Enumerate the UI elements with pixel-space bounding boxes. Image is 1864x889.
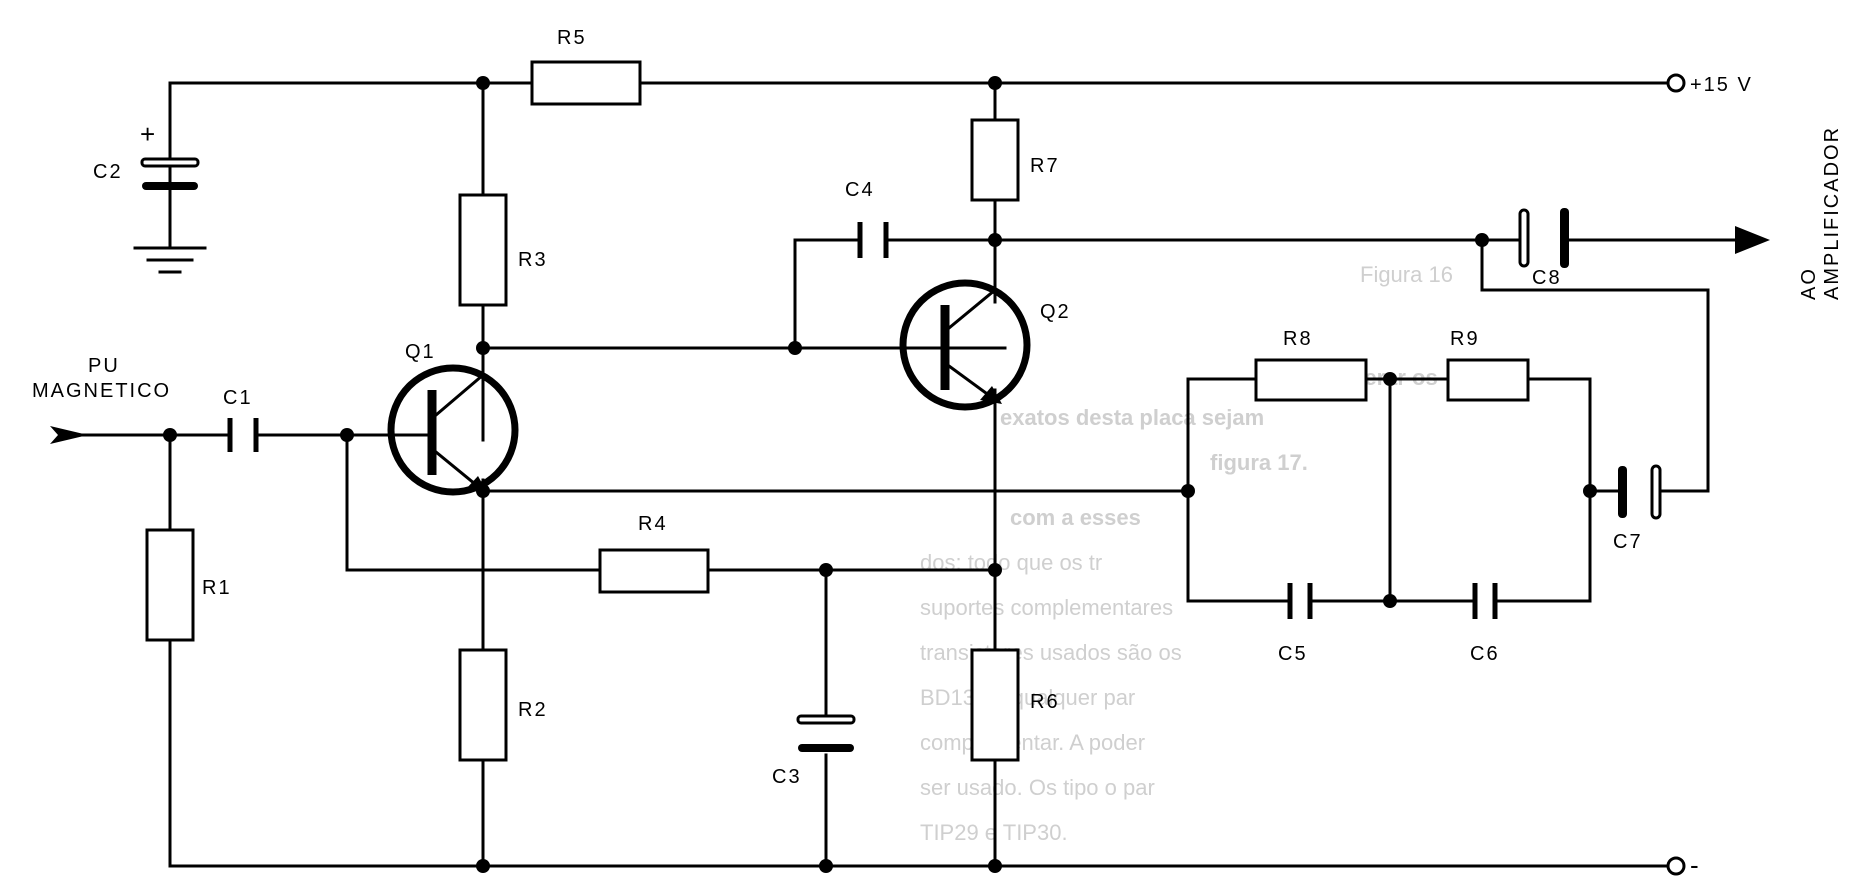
bleed-line-1: Figura 16	[1360, 262, 1453, 287]
ground-terminal	[1666, 856, 1686, 876]
terminals	[50, 73, 1770, 876]
input-arrow-icon	[50, 426, 88, 444]
resistor-r3	[458, 193, 508, 307]
label-r7: R7	[1030, 155, 1060, 177]
label-r3: R3	[518, 249, 548, 271]
capacitor-c1	[227, 418, 259, 452]
resistor-r6	[970, 648, 1020, 762]
resistors	[145, 60, 1530, 762]
label-ground: -	[1690, 850, 1701, 880]
bleed-line-11: ser usado. Os tipo o par	[920, 775, 1155, 800]
capacitor-c6	[1472, 583, 1498, 619]
label-output-line2: AMPLIFICADOR	[1821, 126, 1843, 300]
output-arrow-icon	[1735, 226, 1770, 254]
supply-terminal	[1666, 73, 1686, 93]
label-c4: C4	[845, 179, 875, 201]
resistor-r9	[1446, 358, 1530, 402]
resistor-r8	[1254, 358, 1368, 402]
bleed-line-8: transistores usados são os	[920, 640, 1182, 665]
capacitor-c8	[1518, 208, 1569, 268]
label-supply: +15 V	[1690, 74, 1753, 96]
resistor-r2	[458, 648, 508, 762]
label-r8: R8	[1283, 328, 1313, 350]
background-bleed-text: Figura 16 pode alterar os exatos desta p…	[920, 262, 1453, 845]
capacitor-c5	[1287, 583, 1313, 619]
label-r2: R2	[518, 699, 548, 721]
resistor-r5	[530, 60, 642, 106]
wires	[76, 81, 1737, 868]
bleed-line-9: BD135 e qualquer par	[920, 685, 1135, 710]
resistor-r4	[598, 548, 710, 594]
label-input-line2: MAGNETICO	[32, 380, 171, 402]
transistor-q2	[899, 279, 1031, 411]
bleed-line-10: complementar. A poder	[920, 730, 1145, 755]
c2-polarity-mark: +	[140, 119, 157, 149]
capacitor-c3	[796, 714, 856, 752]
junction-dots	[163, 76, 1597, 873]
bleed-line-7: suportes complementares	[920, 595, 1173, 620]
label-c8: C8	[1532, 267, 1562, 289]
bleed-line-4: figura 17.	[1210, 450, 1308, 475]
capacitor-c7	[1618, 464, 1662, 520]
capacitors: +	[133, 119, 1662, 752]
label-q1: Q1	[405, 341, 436, 363]
label-c5: C5	[1278, 643, 1308, 665]
bleed-line-5: com a esses	[1010, 505, 1141, 530]
resistor-r7	[970, 118, 1020, 202]
bleed-line-3: exatos desta placa sejam	[1000, 405, 1264, 430]
label-c7: C7	[1613, 531, 1643, 553]
capacitor-c2: +	[140, 119, 200, 190]
label-r9: R9	[1450, 328, 1480, 350]
label-input-line1: PU	[88, 355, 120, 377]
resistor-r1	[145, 528, 195, 642]
label-q2: Q2	[1040, 301, 1071, 323]
label-c6: C6	[1470, 643, 1500, 665]
label-r4: R4	[638, 513, 668, 535]
ground-symbol	[133, 246, 207, 274]
label-output-line1: AO	[1798, 267, 1820, 300]
label-r5: R5	[557, 27, 587, 49]
label-c3: C3	[772, 766, 802, 788]
capacitor-c4	[857, 222, 889, 258]
label-r6: R6	[1030, 691, 1060, 713]
component-labels: R5 C2 R3 R7 C4 Q2 Q1 C1 R1 R4 R2 C3 R6 R…	[32, 27, 1843, 880]
label-r1: R1	[202, 577, 232, 599]
label-c1: C1	[223, 387, 253, 409]
transistor-q1	[387, 364, 519, 496]
label-c2: C2	[93, 161, 123, 183]
